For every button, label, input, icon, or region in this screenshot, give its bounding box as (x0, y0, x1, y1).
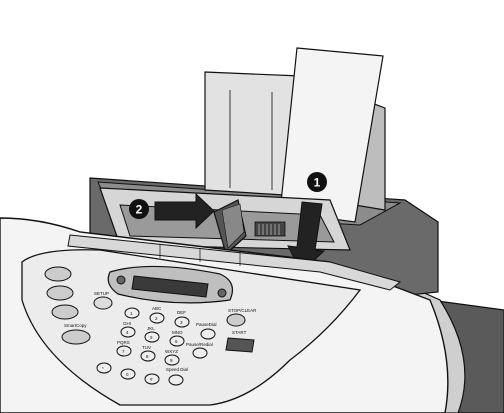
setup-label: SETUP (94, 291, 109, 296)
function-button-3[interactable] (52, 305, 78, 319)
stop-clear-button[interactable] (227, 314, 245, 326)
feeder-roller (255, 222, 285, 236)
right-nav-button[interactable] (218, 289, 226, 297)
function-button-2[interactable] (47, 286, 73, 300)
start-button[interactable] (226, 338, 254, 352)
svg-text:DEF: DEF (177, 310, 186, 315)
svg-text:ABC: ABC (152, 306, 162, 311)
svg-text:TUV: TUV (142, 345, 151, 350)
key-0[interactable]: 0 (121, 369, 135, 379)
start-label: START (232, 330, 247, 335)
speed-dial-label: Speed Dial (166, 367, 188, 372)
svg-text:*: * (102, 366, 104, 371)
callout-1-label: 1 (314, 176, 321, 190)
pause-redial-button[interactable] (193, 348, 207, 358)
speed-dial-button[interactable] (169, 375, 183, 385)
key-star[interactable]: * (97, 363, 111, 373)
svg-text:MNO: MNO (172, 330, 183, 335)
key-1[interactable]: 1 (125, 308, 139, 318)
smartcopy-button[interactable] (62, 330, 90, 344)
smartcopy-label: SmartCopy (64, 323, 87, 328)
left-nav-button[interactable] (117, 276, 125, 284)
stop-clear-label: STOP/CLEAR (228, 308, 257, 313)
pause-dial-label: PauseDial (196, 322, 217, 327)
callout-2-label: 2 (136, 203, 143, 217)
pause-redial-label: Pause/Redial (186, 342, 213, 347)
svg-text:JKL: JKL (147, 326, 155, 331)
svg-text:GHI: GHI (123, 321, 131, 326)
key-hash[interactable]: # (145, 374, 159, 384)
svg-text:PQRS: PQRS (117, 340, 130, 345)
setup-button[interactable] (94, 297, 112, 309)
pause-dial-button[interactable] (201, 329, 215, 339)
function-button-1[interactable] (45, 267, 71, 281)
svg-text:WXYZ: WXYZ (165, 349, 178, 354)
